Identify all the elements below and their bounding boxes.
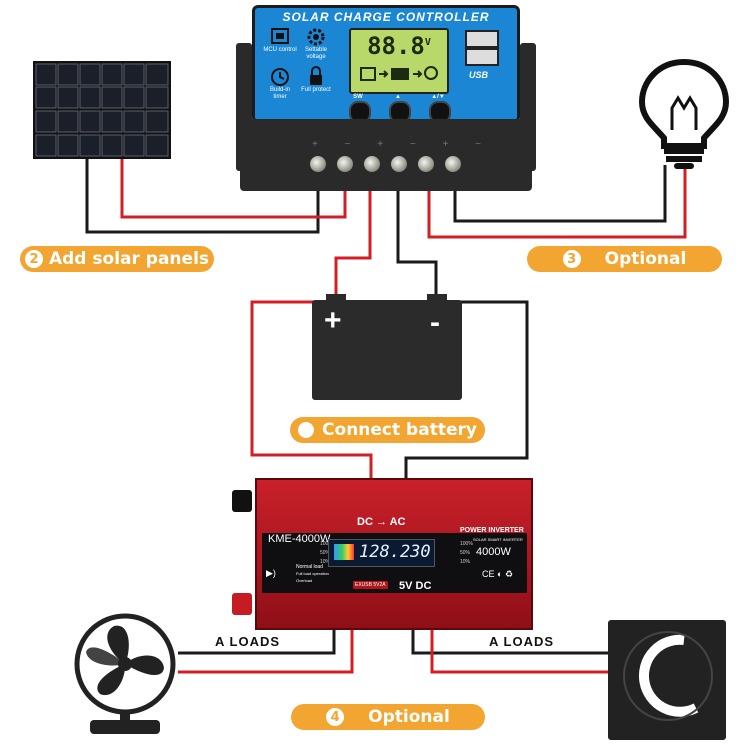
- terminal-battery-plus: [364, 156, 380, 172]
- inverter-brand-subtitle: SOLAR SMART INVERTER: [473, 537, 523, 542]
- icon-label-voltage: Settable voltage: [304, 47, 328, 60]
- cert-marks: CE ◐ ♻: [482, 569, 514, 579]
- step-label: Optional: [604, 249, 687, 269]
- step-optional-loads: 4 Optional: [291, 704, 485, 730]
- inverter-post-red: [232, 593, 252, 615]
- lcd-flow-icons: [360, 66, 438, 81]
- solar-charge-controller: SOLAR CHARGE CONTROLLER MCU control Sett…: [236, 5, 536, 191]
- display-bars: [334, 544, 354, 560]
- wire-inverter-red: [250, 300, 373, 478]
- step-number: 2: [24, 250, 43, 268]
- step-optional-bulb: 3 Optional: [527, 246, 722, 272]
- icon-label-mcu: MCU control: [263, 47, 297, 53]
- load-label-right: A LOADS: [489, 634, 555, 649]
- battery-minus-sign: -: [430, 306, 440, 339]
- controller-face: SOLAR CHARGE CONTROLLER MCU control Sett…: [252, 5, 520, 123]
- step-number: 3: [562, 250, 581, 268]
- usb-output-label: 5V DC: [399, 580, 432, 592]
- step-label: Add solar panels: [48, 249, 210, 269]
- terminal-symbols: + − + − + −: [312, 139, 493, 150]
- speaker-icon: ▶): [266, 568, 276, 578]
- fan-icon: [74, 613, 176, 734]
- status-legend-full: Full load operation: [296, 571, 329, 576]
- lock-icon: [303, 66, 329, 94]
- controller-title: SOLAR CHARGE CONTROLLER: [282, 10, 490, 24]
- step-label: Optional: [368, 707, 450, 727]
- battery-post-plus: [326, 294, 346, 302]
- terminal-solar-minus: [337, 156, 353, 172]
- exusb-badge: EXUSB 5V2A: [353, 581, 388, 589]
- terminal-battery-minus: [391, 156, 407, 172]
- icon-label-timer: Build-in timer: [269, 87, 290, 100]
- wire-fan-red: [178, 630, 354, 674]
- inverter-mode-label: DC → AC: [357, 516, 406, 528]
- button-label-sw: SW: [353, 94, 363, 100]
- wire-inverter-black: [404, 300, 529, 478]
- usb-port-2: [465, 48, 499, 66]
- step-add-solar-panels: 2 Add solar panels: [20, 246, 214, 272]
- induction-cooker-icon: [608, 620, 726, 740]
- controller-lcd: 88.8V: [349, 28, 449, 94]
- wire-bulb-red: [427, 165, 687, 239]
- load-pct-right-50: 50%: [460, 550, 471, 556]
- mcu-control-icon: [267, 26, 293, 54]
- wire-cooker-black: [411, 630, 608, 655]
- step-number: 4: [326, 708, 345, 726]
- status-legend-overload: Overload: [296, 578, 313, 583]
- inverter-power-rating: 4000W: [476, 546, 511, 558]
- light-bulb-icon: [638, 58, 730, 169]
- solar-panel-icon: [33, 61, 171, 159]
- inverter-post-black: [232, 490, 252, 512]
- wire-fan-black: [178, 630, 336, 655]
- terminal-load-minus: [445, 156, 461, 172]
- usb-logo-label: USB: [469, 70, 489, 80]
- usb-port-1: [465, 30, 499, 48]
- battery-icon: + -: [312, 300, 462, 400]
- terminal-solar-plus: [310, 156, 326, 172]
- button-label-up: ▲: [395, 94, 401, 100]
- controller-terminal-block: + − + − + −: [240, 119, 532, 191]
- status-legend-normal: Normal load: [296, 564, 323, 570]
- battery-post-minus: [427, 294, 447, 302]
- battery-plus-sign: +: [324, 304, 342, 337]
- load-pct-left-10: 10%: [320, 559, 331, 565]
- inverter-model: KME-4000W: [268, 533, 331, 545]
- terminal-load-plus: [418, 156, 434, 172]
- inverter-brand-title: POWER INVERTER: [460, 527, 524, 534]
- wire-cooker-red: [430, 630, 608, 674]
- wire-battery-black: [396, 165, 438, 300]
- step-dot-icon: [298, 422, 315, 438]
- icon-label-protect: Full protect: [301, 87, 331, 93]
- inverter-display: 128.230: [328, 539, 435, 567]
- load-pct-left-50: 50%: [320, 550, 331, 556]
- wire-solar-black: [85, 155, 320, 234]
- button-label-updown: ▲/▼: [431, 94, 445, 100]
- lcd-unit: V: [424, 37, 431, 48]
- wire-solar-red: [120, 155, 347, 219]
- step-connect-battery: Connect battery: [290, 417, 485, 443]
- load-pct-left-100: 100%: [320, 541, 333, 547]
- lcd-reading: 88.8: [367, 32, 425, 60]
- wire-battery-red: [334, 165, 372, 300]
- wire-bulb-black: [453, 165, 667, 223]
- clock-icon: [267, 66, 293, 94]
- load-pct-right-10: 10%: [460, 559, 471, 565]
- load-label-left: A LOADS: [215, 634, 281, 649]
- load-pct-right-100: 100%: [460, 541, 473, 547]
- inverter-reading: 128.230: [359, 542, 431, 562]
- gear-icon: [303, 26, 329, 54]
- step-label: Connect battery: [322, 420, 477, 440]
